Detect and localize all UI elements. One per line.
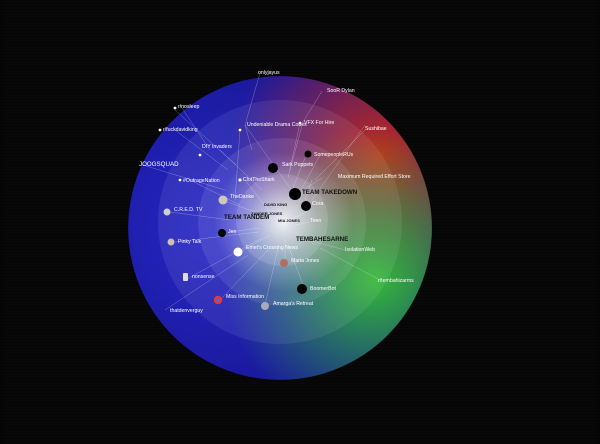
- node-dot-diy: [198, 153, 202, 157]
- label-diy: DIY Invaders: [202, 144, 232, 150]
- label-somepeople: SomepeopleRUs: [314, 152, 354, 158]
- label-vfx: VFX For Hire: [304, 120, 334, 126]
- label-nosleep: r/nosleep: [178, 104, 199, 110]
- label-thedanke: TheDanke: [230, 194, 254, 200]
- node-dot-clot: [238, 178, 242, 182]
- label-cora: Cora: [312, 201, 323, 207]
- label-team-tandem: TEAM TANDEM: [224, 214, 269, 221]
- ring-outer: [127, 75, 433, 381]
- node-dot-somepeople: [304, 150, 312, 158]
- avatar-icon-maria: [280, 259, 288, 267]
- avatar-icon-cred: [163, 208, 171, 216]
- label-miss-info: Miss Information: [226, 294, 264, 300]
- label-teen: Teen: [310, 218, 321, 224]
- node-dot-sark: [268, 163, 278, 173]
- avatar-icon-pinky: [167, 238, 175, 246]
- label-mia-jones: MIA JONES: [278, 218, 300, 223]
- label-joogsquad: JOOGSQUAD: [139, 161, 179, 168]
- label-cred: C.R.E.D. TV: [174, 207, 203, 213]
- label-zander-jones: ZANDER JONES: [251, 211, 283, 216]
- node-labels: onlyjayus SooR Dylan r/nosleep r/fuckdav…: [139, 70, 414, 314]
- ring-middle: [158, 100, 402, 344]
- label-soor-dylan: SooR Dylan: [327, 88, 355, 94]
- node-dot-jen: [218, 229, 226, 237]
- node-dot-undeniable: [238, 128, 242, 132]
- label-outrage: #OutrageNation: [183, 178, 220, 184]
- node-dot-nosleep: [173, 106, 177, 110]
- node-dot-fuck: [158, 128, 162, 132]
- label-amarga: Amarga's Retreat: [273, 301, 314, 307]
- node-dot-vfx: [298, 121, 302, 125]
- node-dot-outrage: [178, 178, 182, 182]
- label-maximum: Maximum Required Effort Store: [338, 174, 411, 180]
- node-markers: [158, 106, 312, 310]
- label-onlyjayus: onlyjayus: [258, 70, 280, 76]
- label-fuckdavidking: r/fuckdavidking: [163, 127, 198, 133]
- label-david-king: DAVID KING: [264, 202, 287, 207]
- ring-core: [236, 174, 328, 266]
- label-jen: Jen: [228, 229, 236, 235]
- label-maria: Maria Jones: [291, 258, 320, 264]
- avatar-icon-amarga: [261, 302, 269, 310]
- links: [142, 72, 381, 311]
- avatar-icon-thedanke: [218, 195, 228, 205]
- node-dot-team-takedown: [289, 188, 301, 200]
- label-isolation: IsolationWeb: [345, 247, 375, 253]
- label-tembahesarne: TEMBAHESARNE: [296, 236, 348, 243]
- node-dot-cora: [301, 201, 311, 211]
- label-undeniable: Undeniable Drama Codes: [247, 122, 307, 128]
- label-tembaharms: r/tembahizarms: [378, 278, 414, 284]
- label-nonsense: nonsense: [192, 274, 215, 280]
- label-clot: ClotTheShark: [243, 177, 275, 183]
- label-boomerbot: BoomerBot: [310, 286, 337, 292]
- phone-icon-nonsense: [183, 273, 188, 281]
- label-emet: Emet's Crossing News: [246, 245, 298, 251]
- label-sushibae: Sushibae: [365, 126, 387, 132]
- label-sark: Sark Puppets: [282, 162, 314, 168]
- node-dot-boomerbot: [297, 284, 307, 294]
- label-thatdenverguy: thatdenverguy: [170, 308, 203, 314]
- label-team-takedown: TEAM TAKEDOWN: [302, 189, 358, 196]
- node-dot-emet: [233, 247, 243, 257]
- label-pinky: Pinky Talk: [178, 239, 202, 245]
